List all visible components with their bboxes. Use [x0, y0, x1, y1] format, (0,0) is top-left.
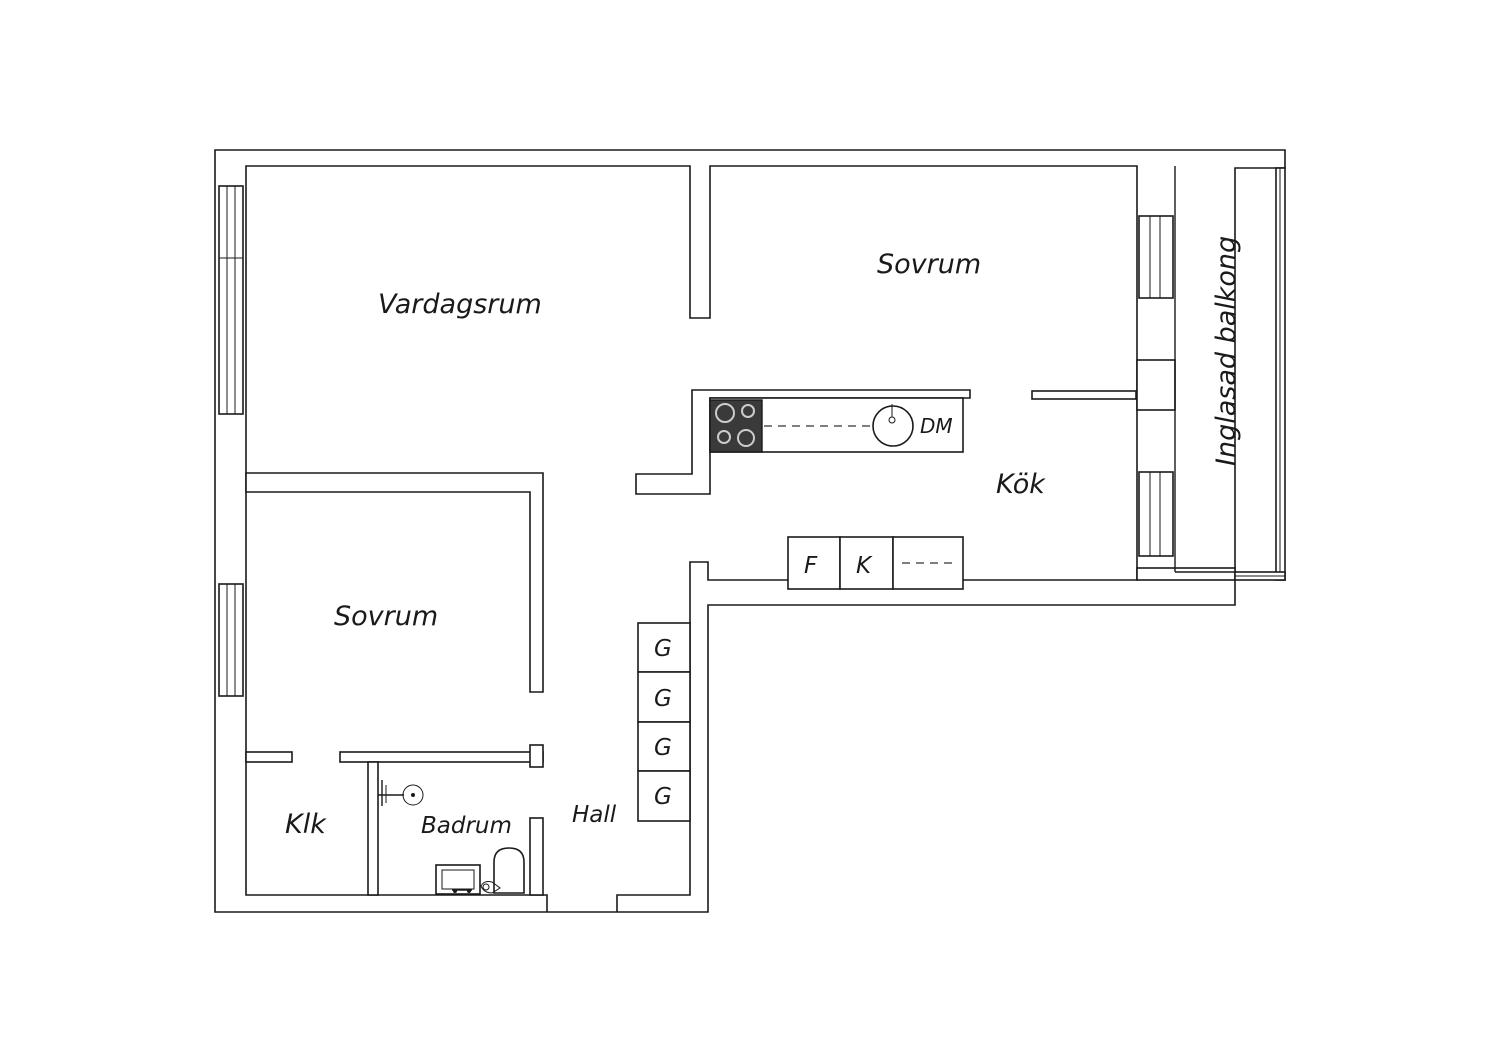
- room-label-hall: Hall: [572, 802, 617, 828]
- room-label-vardagsrum: Vardagsrum: [378, 289, 542, 320]
- toilet-icon: [480, 847, 525, 894]
- dishwasher-label: DM: [920, 414, 953, 438]
- balcony-frame: [1174, 166, 1286, 581]
- fridge-label: F: [804, 553, 818, 579]
- stove-icon: [709, 399, 763, 453]
- shower-icon: [378, 780, 424, 806]
- room-label-sovrum-left: Sovrum: [334, 601, 438, 632]
- windows: [218, 185, 1174, 697]
- freezer-label: K: [856, 553, 873, 579]
- interior-walls: [245, 359, 1236, 896]
- window-kok: [1138, 471, 1174, 557]
- wardrobe-label-2: G: [654, 686, 672, 712]
- room-label-klk: Klk: [285, 809, 327, 840]
- bathroom-sink-icon: [435, 864, 481, 895]
- wardrobes: [637, 622, 691, 822]
- wardrobe-label-3: G: [654, 735, 672, 761]
- outer-wall: [214, 149, 1286, 913]
- fridge-freezer-row: [787, 536, 964, 590]
- room-label-badrum: Badrum: [421, 813, 512, 839]
- window-sovrum-right: [1138, 215, 1174, 299]
- kitchen-sink-icon: [872, 404, 914, 447]
- window-sovrum-left: [218, 583, 244, 697]
- window-vardagsrum: [218, 185, 244, 415]
- room-label-sovrum-right: Sovrum: [877, 249, 981, 280]
- room-label-kok: Kök: [996, 469, 1046, 500]
- wardrobe-label-4: G: [654, 784, 672, 810]
- wardrobe-label-1: G: [654, 636, 672, 662]
- room-label-balkong: Inglasad balkong: [1211, 236, 1242, 466]
